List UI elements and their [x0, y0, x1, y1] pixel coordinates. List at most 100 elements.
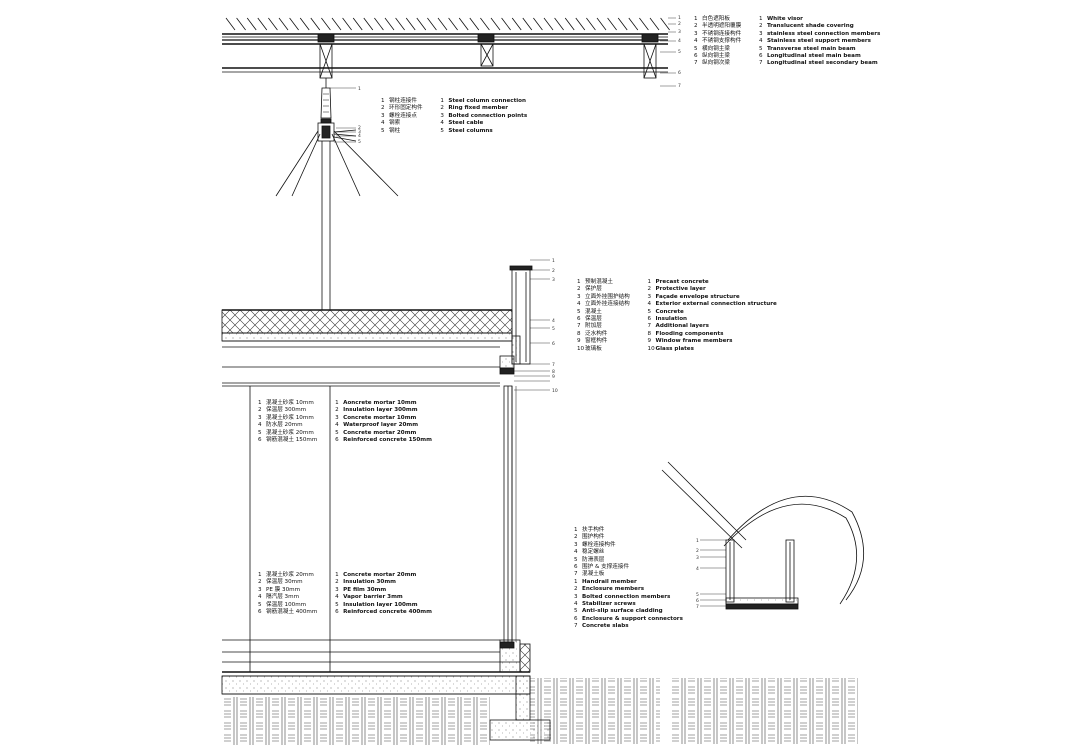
- shade-blade: [395, 17, 405, 31]
- legend-item-number: 3: [694, 30, 698, 37]
- legend-item-label: Waterproof layer 20mm: [343, 422, 419, 429]
- shade-blade: [458, 17, 469, 31]
- callout-number: 1: [696, 538, 699, 544]
- shade-blade: [342, 17, 352, 31]
- callout-number: 7: [696, 604, 699, 610]
- legend-item-number: 3: [647, 293, 652, 300]
- callout-number: 8: [552, 369, 555, 375]
- legend-item-label: 不锈钢支撑构件: [702, 38, 742, 45]
- shade-blade: [607, 17, 617, 31]
- shade-blade: [575, 17, 586, 31]
- callout-number: 1: [552, 258, 555, 264]
- shade-blade: [321, 17, 331, 31]
- legend-item-number: 7: [758, 60, 763, 67]
- legend-item-label: Longitudinal steel main beam: [766, 53, 861, 60]
- legend-item-label: Exterior external connection structure: [655, 301, 777, 308]
- legend-item-number: 8: [647, 330, 652, 337]
- legend-item-label: 混凝土砂浆 10mm: [266, 414, 314, 421]
- shade-blade: [649, 17, 660, 31]
- legend-item-number: 2: [758, 23, 763, 30]
- legend-item-number: 5: [335, 429, 339, 436]
- legend-item-label: Insulation 30mm: [343, 579, 396, 586]
- shade-blade: [236, 17, 246, 31]
- shade-blade: [660, 17, 670, 31]
- legend-item-number: 1: [335, 572, 339, 578]
- callout-number: 3: [696, 555, 699, 561]
- callout-number: 9: [552, 374, 555, 380]
- legend-item-label: Stabilizer screws: [582, 601, 636, 608]
- shade-blade: [299, 17, 310, 31]
- legend-item-label: 混凝土砂浆 20mm: [266, 429, 314, 436]
- legend-item-number: 6: [647, 316, 652, 323]
- legend-item-number: 2: [258, 579, 262, 586]
- legend-item-label: Insulation: [655, 316, 688, 323]
- shade-blade: [480, 17, 490, 31]
- legend-item: 3 螺栓连接构件: [574, 542, 689, 549]
- legend-item-number: 4: [577, 301, 581, 308]
- callout-number: 6: [678, 70, 681, 76]
- legend-item-number: 4: [258, 422, 262, 429]
- shade-blade: [617, 17, 628, 31]
- callout-number: 3: [358, 129, 361, 135]
- shade-blade: [501, 17, 511, 31]
- legend-item-label: 纵向钢主梁: [702, 53, 730, 60]
- legend-item-number: 3: [440, 112, 444, 119]
- legend-item-label: 稳定螺丝: [582, 549, 605, 556]
- legend-item-label: Steel columns: [448, 127, 493, 134]
- legend-item-number: 2: [335, 407, 339, 414]
- legend-item-number: 2: [258, 407, 262, 414]
- legend-item-label: Handrail member: [582, 578, 637, 585]
- legend-item-number: 1: [381, 98, 385, 104]
- legend-item-label: Steel cable: [448, 120, 484, 127]
- callout-number: 1: [678, 15, 681, 21]
- legend-item-number: 2: [381, 105, 385, 112]
- legend-item-label: Translucent shade covering: [766, 23, 854, 30]
- legend-item-label: 螺栓连接构件: [582, 541, 616, 548]
- legend-item-number: 1: [577, 279, 581, 285]
- shade-blade: [374, 17, 384, 31]
- legend-item-number: 3: [335, 414, 339, 421]
- legend-item-number: 10: [577, 345, 585, 352]
- roof-shade-section: [222, 17, 670, 79]
- legend-item-number: 3: [574, 541, 578, 548]
- legend-item-number: 5: [647, 308, 652, 315]
- legend-item-label: 螺栓连接点: [389, 112, 417, 119]
- legend-item-number: 2: [574, 534, 578, 541]
- legend-item-number: 1: [258, 400, 262, 406]
- legend-item-label: Vapor barrier 3mm: [343, 594, 403, 601]
- legend-item-label: 保温层 30mm: [266, 579, 303, 586]
- legend-item-label: 附加层: [585, 323, 602, 330]
- legend-item-label: Concrete mortar 20mm: [343, 572, 417, 578]
- legend-item-number: 1: [647, 279, 652, 285]
- shade-blade: [554, 17, 564, 31]
